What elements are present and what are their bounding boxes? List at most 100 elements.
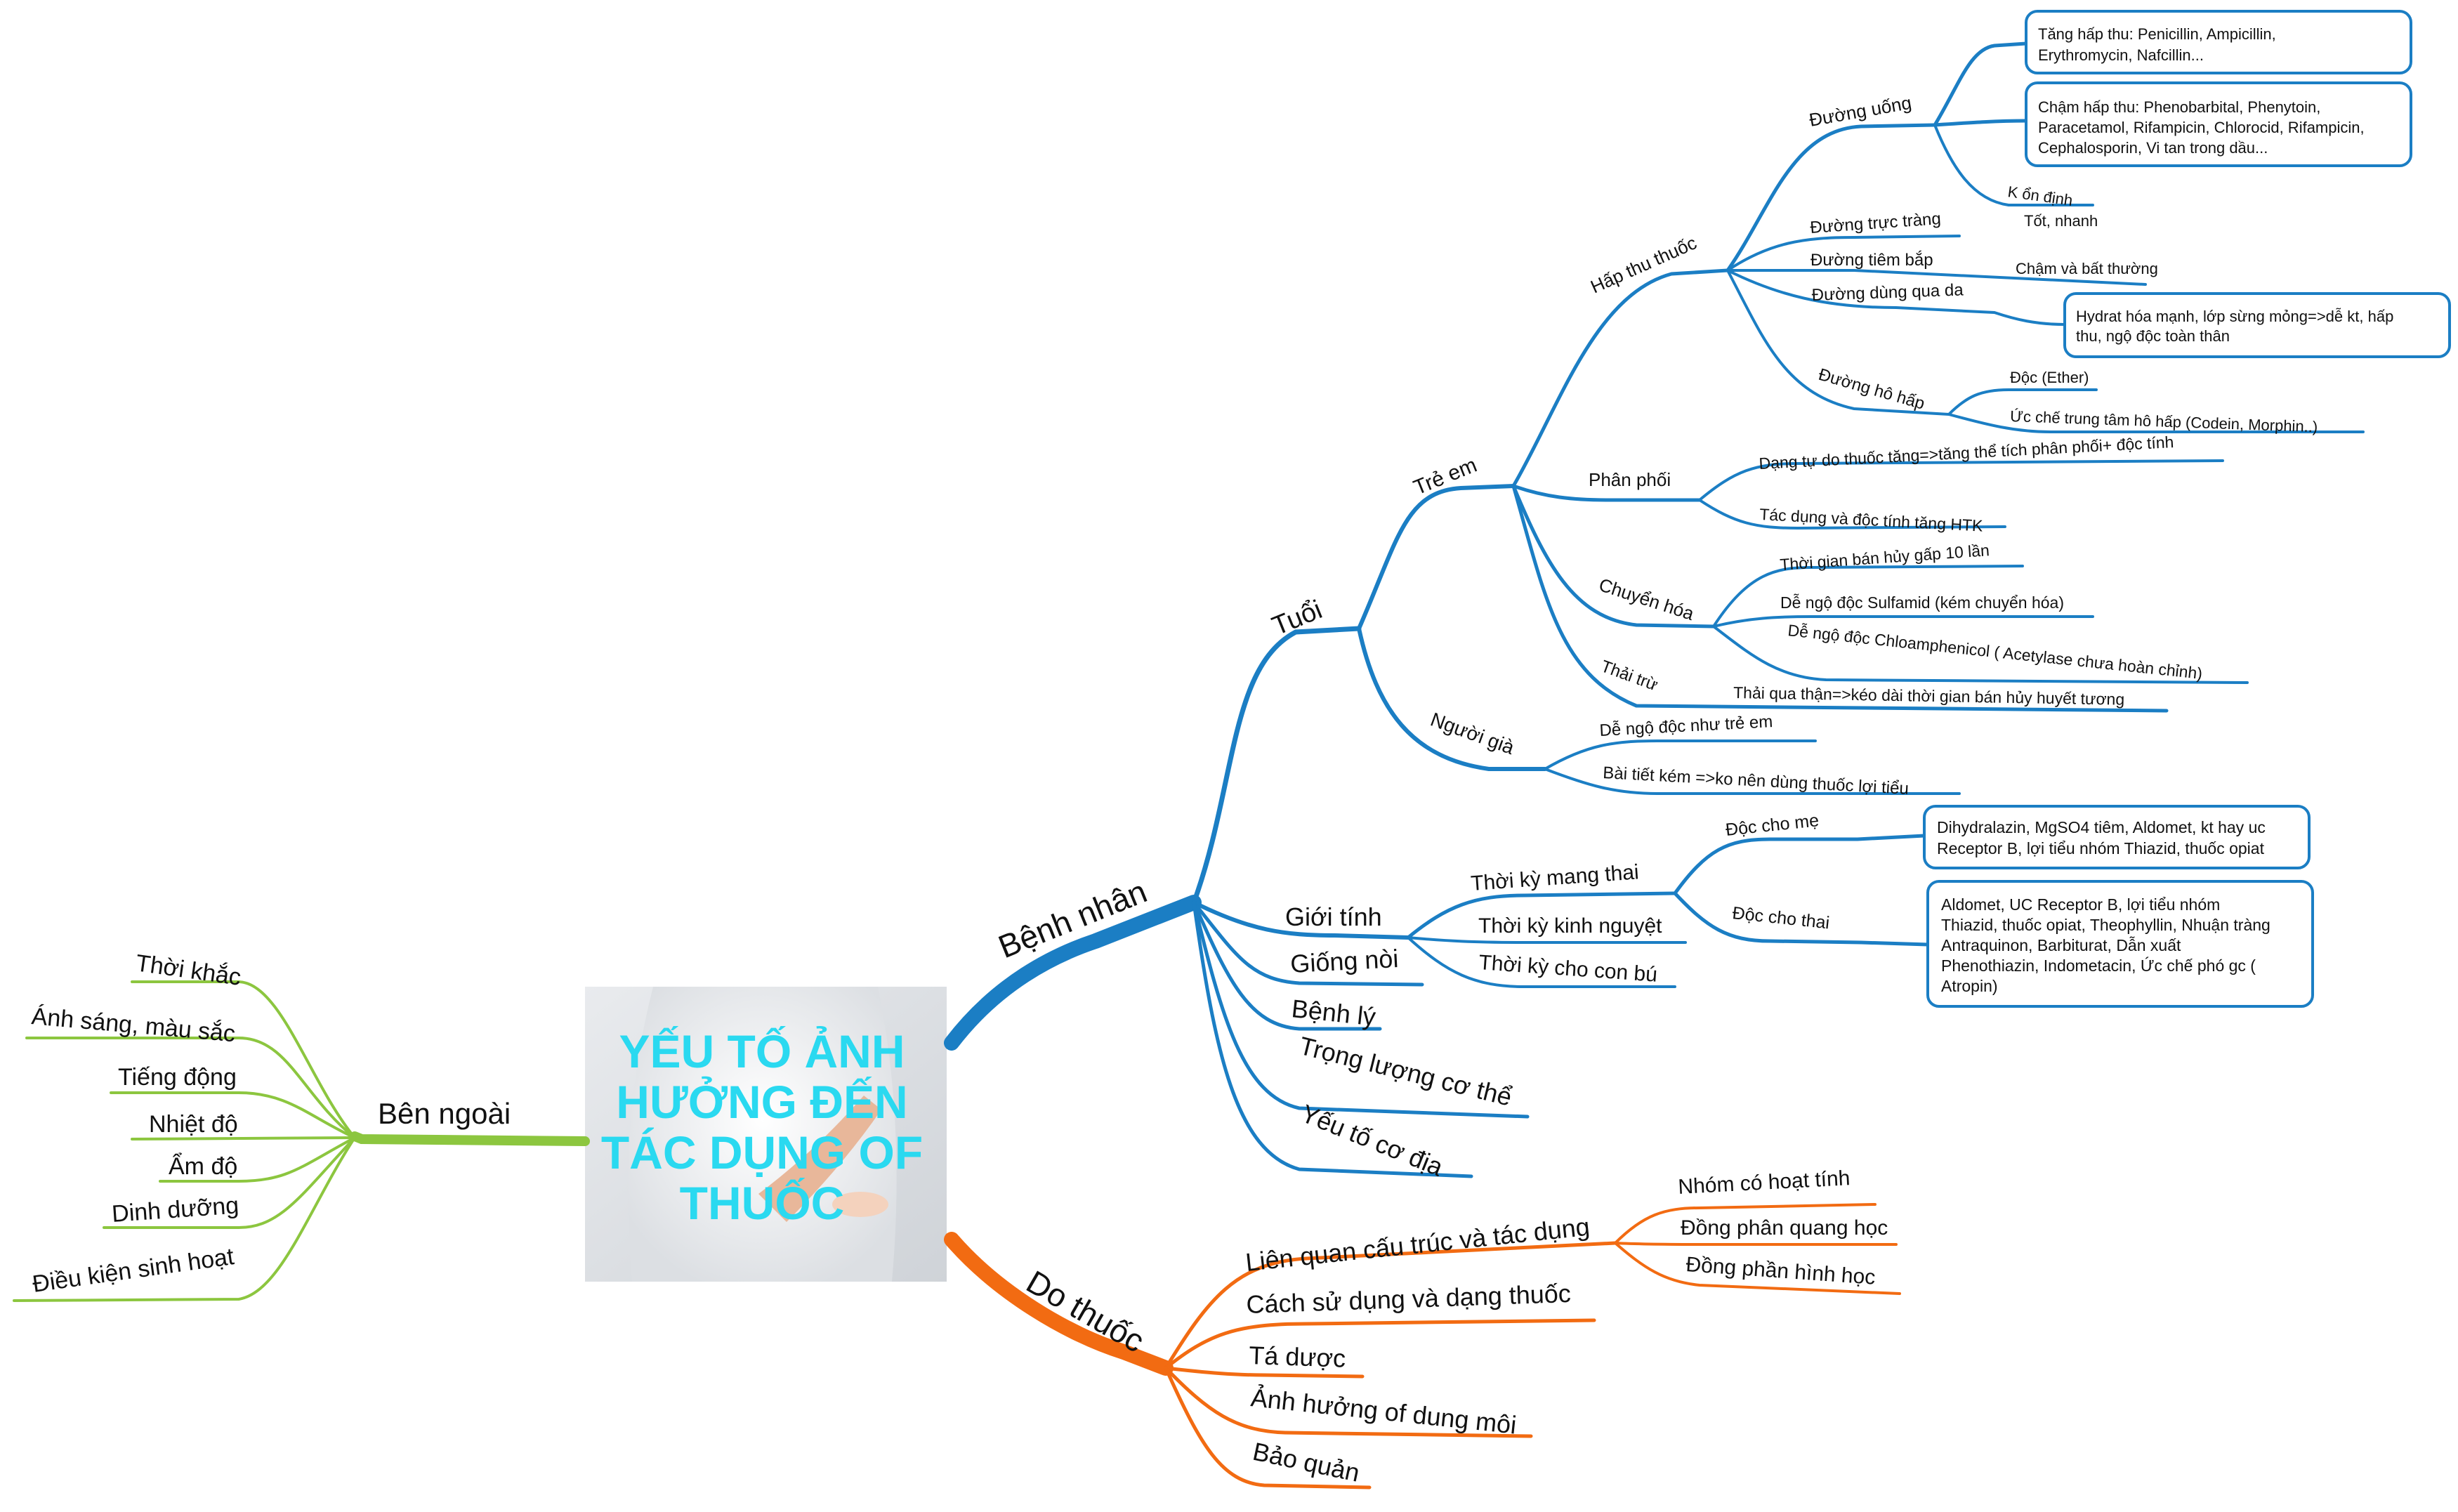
connector-ng-2 bbox=[1544, 768, 1961, 795]
box-cham-hap-thu-line-2: Paracetamol, Rifampicin, Chlorocid, Rifa… bbox=[2038, 119, 2365, 136]
label-nhiet-do[interactable]: Nhiệt độ bbox=[149, 1111, 238, 1138]
box-doc-thai[interactable] bbox=[1926, 880, 2314, 1008]
label-kinh-nguyet[interactable]: Thời kỳ kinh nguyệt bbox=[1478, 914, 1662, 938]
box-doc-thai-line-3: Antraquinon, Barbiturat, Dẫn xuất bbox=[1941, 936, 2181, 954]
connector-doc-me bbox=[1673, 834, 1926, 895]
connector-con-bu bbox=[1407, 936, 1676, 988]
box-cham-hap-thu[interactable] bbox=[2025, 81, 2412, 167]
label-lien-quan[interactable]: Liên quan cấu trúc và tác dụng bbox=[1244, 1212, 1591, 1277]
label-ng-1[interactable]: Dễ ngộ độc như trẻ em bbox=[1599, 712, 1773, 740]
label-mang-thai[interactable]: Thời kỳ mang thai bbox=[1470, 860, 1639, 895]
connector-dinh-duong bbox=[103, 1136, 356, 1229]
label-benh-ly[interactable]: Bệnh lý bbox=[1290, 994, 1377, 1031]
box-hydrat-line-2: thu, ngộ độc toàn thân bbox=[2076, 327, 2230, 345]
connector-tre-em bbox=[1357, 484, 1516, 631]
label-tuoi[interactable]: Tuổi bbox=[1268, 595, 1327, 641]
box-doc-thai-line-5: Atropin) bbox=[1941, 977, 1998, 995]
label-giong-noi[interactable]: Giống nòi bbox=[1289, 944, 1399, 978]
connector-box1 bbox=[1933, 41, 2028, 127]
label-thai-qua-than[interactable]: Thải qua thận=>kéo dài thời gian bán hủy… bbox=[1733, 683, 2124, 709]
label-chuyen-hoa[interactable]: Chuyển hóa bbox=[1596, 574, 1697, 624]
connector-trong-luong bbox=[1192, 900, 1530, 1119]
label-phan-phoi[interactable]: Phân phối bbox=[1589, 469, 1671, 490]
label-dieu-kien[interactable]: Điều kiện sinh hoạt bbox=[31, 1243, 236, 1298]
connector-hap-thu bbox=[1511, 268, 1730, 488]
label-pp-1[interactable]: Dạng tự do thuốc tăng=>tăng thể tích phâ… bbox=[1759, 433, 2174, 473]
connector-cach-su-dung bbox=[1164, 1318, 1596, 1370]
label-tieng-dong[interactable]: Tiếng động bbox=[118, 1064, 237, 1091]
connector-nhiet-do bbox=[131, 1136, 356, 1140]
label-con-bu[interactable]: Thời kỳ cho con bú bbox=[1478, 951, 1658, 987]
label-nhom-hoat-tinh[interactable]: Nhóm có hoạt tính bbox=[1678, 1166, 1851, 1199]
label-truc-trang[interactable]: Đường trực tràng bbox=[1810, 209, 1942, 237]
label-ch-1[interactable]: Thời gian bán hủy gấp 10 lần bbox=[1780, 541, 1990, 574]
connector-truc-trang bbox=[1726, 235, 1961, 272]
connector-kod bbox=[1933, 124, 2094, 206]
label-am-do[interactable]: Ẩm độ bbox=[169, 1153, 237, 1180]
connector-kinh-nguyet bbox=[1407, 936, 1687, 944]
box-doc-thai-line-1: Aldomet, UC Receptor B, lợi tiểu nhóm bbox=[1941, 895, 2220, 914]
connector-box2 bbox=[1933, 119, 2028, 127]
main-branch-do-thuoc bbox=[944, 1232, 1174, 1376]
connector-bao-quan bbox=[1164, 1366, 1372, 1490]
box-hydrat[interactable] bbox=[2063, 292, 2451, 358]
main-branch-ben-ngoai bbox=[350, 1131, 590, 1146]
connector-doc-thai bbox=[1673, 891, 1930, 947]
connector-dieu-kien bbox=[13, 1136, 356, 1302]
connector-gioi-tinh bbox=[1192, 900, 1410, 940]
box-cham-hap-thu-line-1: Chậm hấp thu: Phenobarbital, Phenytoin, bbox=[2038, 98, 2320, 116]
pills-shape bbox=[832, 1192, 888, 1217]
box-doc-thai-line-2: Thiazid, thuốc opiat, Theophyllin, Nhuận… bbox=[1941, 916, 2270, 934]
label-ch-2[interactable]: Dễ ngộ độc Sulfamid (kém chuyển hóa) bbox=[1780, 593, 2064, 612]
hand-shape bbox=[758, 1096, 881, 1222]
label-cach-su-dung[interactable]: Cách sử dụng và dạng thuốc bbox=[1246, 1279, 1572, 1319]
connector-benh-ly bbox=[1192, 900, 1382, 1031]
label-hinh-hoc[interactable]: Đồng phần hình học bbox=[1685, 1253, 1877, 1289]
box-tang-hap-thu-line-1: Tăng hấp thu: Penicillin, Ampicillin, bbox=[2038, 25, 2276, 43]
label-dinh-duong[interactable]: Dinh dưỡng bbox=[111, 1192, 239, 1228]
connector-ch-1 bbox=[1712, 565, 2024, 628]
connector-qua-da bbox=[1726, 269, 2066, 326]
box-tang-hap-thu-line-2: Erythromycin, Nafcillin... bbox=[2038, 46, 2204, 64]
label-tiem-bap[interactable]: Đường tiêm bắp bbox=[1810, 251, 1933, 270]
label-gioi-tinh[interactable]: Giới tính bbox=[1285, 902, 1382, 931]
connector-thoi-khac bbox=[131, 980, 356, 1139]
connector-tiem-bap bbox=[1726, 268, 2147, 286]
label-doc-ether[interactable]: Độc (Ether) bbox=[2010, 369, 2089, 386]
connector-yeu-to bbox=[1192, 900, 1473, 1178]
label-cham-bat-thuong[interactable]: Chậm và bất thường bbox=[2016, 260, 2158, 277]
box-doc-me-line-1: Dihydralazin, MgSO4 tiêm, Aldomet, kt ha… bbox=[1937, 818, 2266, 836]
central-topic[interactable]: YẾU TỐ ẢNH HƯỞNG ĐẾN TÁC DỤNG OF THUỐC bbox=[585, 987, 947, 1282]
box-hydrat-line-1: Hydrat hóa mạnh, lớp sừng mỏng=>dễ kt, h… bbox=[2076, 308, 2393, 325]
central-title-line-1: YẾU TỐ ẢNH bbox=[619, 1025, 905, 1077]
label-ch-3[interactable]: Dễ ngộ độc Chloamphenicol ( Acetylase ch… bbox=[1787, 621, 2203, 683]
box-doc-me[interactable] bbox=[1923, 805, 2311, 869]
label-doc-thai[interactable]: Độc cho thai bbox=[1731, 903, 1830, 933]
connector-chuyen-hoa bbox=[1511, 484, 1716, 629]
label-ben-ngoai[interactable]: Bên ngoài bbox=[378, 1097, 511, 1130]
connector-dung-moi bbox=[1164, 1366, 1533, 1438]
label-trong-luong[interactable]: Trọng lượng cơ thể bbox=[1296, 1031, 1515, 1112]
connector-ch-2 bbox=[1712, 615, 2094, 628]
label-doc-me[interactable]: Độc cho mẹ bbox=[1725, 810, 1820, 840]
connector-tuoi bbox=[1191, 626, 1362, 905]
connector-tieng-dong bbox=[110, 1091, 356, 1139]
label-anh-sang[interactable]: Ánh sáng, màu sắc bbox=[30, 1003, 236, 1047]
label-qua-da[interactable]: Đường dùng qua da bbox=[1811, 280, 1964, 305]
connector-am-do bbox=[159, 1136, 356, 1183]
label-quang-hoc[interactable]: Đồng phân quang học bbox=[1681, 1216, 1888, 1240]
connector-nguoi-gia bbox=[1357, 626, 1547, 771]
label-nguoi-gia[interactable]: Người già bbox=[1428, 709, 1518, 759]
central-title-line-2: HƯỞNG ĐẾN bbox=[616, 1076, 907, 1128]
branch-do-thuoc bbox=[944, 1203, 1901, 1490]
box-tang-hap-thu[interactable] bbox=[2025, 10, 2412, 74]
label-ho-hap[interactable]: Đường hô hấp bbox=[1816, 365, 1926, 414]
label-thoi-khac[interactable]: Thời khắc bbox=[134, 949, 243, 991]
connector-hinh-hoc bbox=[1614, 1242, 1901, 1295]
label-pp-2[interactable]: Tác dụng và độc tính tăng HTK bbox=[1759, 505, 1984, 535]
label-ta-duoc[interactable]: Tá dược bbox=[1249, 1341, 1346, 1373]
label-tre-em[interactable]: Trẻ em bbox=[1410, 454, 1480, 500]
label-bao-quan[interactable]: Bảo quản bbox=[1250, 1437, 1362, 1487]
label-tot-nhanh[interactable]: Tốt, nhanh bbox=[2024, 212, 2098, 230]
connector-mang-thai bbox=[1406, 891, 1677, 940]
